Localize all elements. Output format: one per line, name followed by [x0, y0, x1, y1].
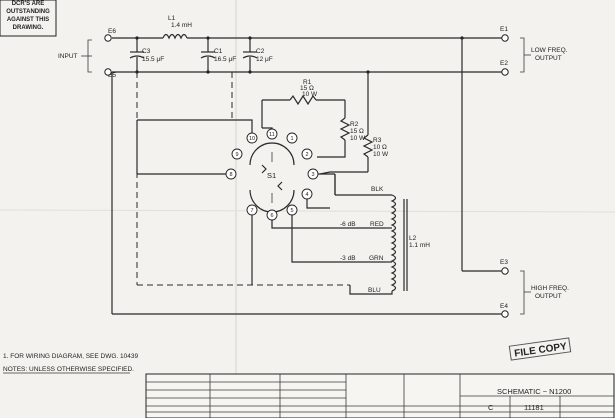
resistor-r3: R3 10 Ω 10 W [362, 72, 389, 172]
title-block: SCHEMATIC ~ N1200 11181 C [145, 373, 615, 418]
low-freq-label: LOW FREQ. [531, 47, 568, 54]
switch-position-1: 1 [286, 132, 298, 144]
c1-value: 16.5 μF [214, 56, 236, 63]
terminal-e1-label: E1 [500, 26, 508, 33]
switch-position-4: 4 [301, 188, 313, 200]
switch-position-10: 10 [246, 132, 258, 144]
r1-power: 10 W [302, 91, 318, 98]
svg-text:8: 8 [229, 172, 232, 178]
svg-text:3: 3 [311, 172, 314, 178]
r1-value: 15 Ω [300, 85, 314, 92]
drawing-number: 11181 [524, 403, 544, 412]
terminal-e6 [104, 34, 112, 42]
notice-line-3: AGAINST THIS [7, 17, 49, 23]
high-freq-label: HIGH FREQ. [531, 285, 569, 292]
switch-position-8: 8 [225, 168, 237, 180]
l2-value: 1.1 mH [409, 242, 430, 249]
switch-position-3: 3 [307, 168, 319, 180]
svg-text:9: 9 [235, 152, 238, 158]
switch-position-6: 6 [266, 209, 278, 221]
r1-ref: R1 [303, 79, 312, 86]
input-label: INPUT [58, 53, 78, 60]
drawing-revision: C [488, 403, 494, 412]
svg-text:6: 6 [270, 213, 273, 219]
low-freq-output-label: OUTPUT [535, 55, 562, 62]
svg-text:4: 4 [305, 192, 308, 198]
terminal-e3-label: E3 [500, 259, 508, 266]
terminal-e3 [501, 267, 509, 275]
tap-red: RED [370, 221, 384, 228]
r2-power: 10 W [350, 135, 366, 142]
tap-minus-3db: -3 dB [340, 255, 356, 262]
resistor-r1: R1 15 Ω 10 W [262, 79, 345, 106]
c2-ref: C2 [256, 48, 265, 55]
note-1: 1. FOR WIRING DIAGRAM, SEE DWG. 10439 [3, 353, 138, 360]
s1-ref: S1 [267, 171, 276, 180]
svg-text:10: 10 [249, 136, 255, 142]
terminal-e2-label: E2 [500, 60, 508, 67]
tap-minus-6db: -6 dB [340, 221, 356, 228]
tap-blu: BLU [368, 287, 381, 294]
capacitor-c3: C3 15.5 μF [129, 38, 164, 72]
l2-ref: L2 [409, 235, 417, 242]
terminal-e4 [501, 310, 509, 318]
svg-text:2: 2 [305, 152, 308, 158]
file-copy-stamp: FILE COPY [508, 337, 572, 361]
capacitor-c1: C1 16.5 μF [200, 38, 236, 72]
r2-value: 15 Ω [350, 128, 364, 135]
resistor-r2: R2 15 Ω 10 W [339, 100, 366, 150]
notice-line-2: OUTSTANDING [6, 9, 50, 15]
terminal-e1 [501, 34, 509, 42]
c2-value: 12 μF [256, 56, 273, 63]
capacitor-c2: C2 12 μF [242, 38, 273, 72]
switch-position-7: 7 [246, 204, 258, 216]
inductor-l2: L2 1.1 mH BLK RED GRN BLU -6 dB -3 dB [334, 174, 430, 295]
notice-line-1: DCR'S ARE [12, 1, 45, 7]
drawing-title: SCHEMATIC ~ N1200 [497, 387, 571, 396]
r3-power: 10 W [373, 151, 389, 158]
terminal-e4-label: E4 [500, 303, 508, 310]
tap-blk: BLK [371, 186, 384, 193]
c3-value: 15.5 μF [142, 56, 164, 63]
svg-text:1: 1 [290, 136, 293, 142]
notice-line-4: DRAWING. [13, 25, 44, 31]
rotary-switch-s1: S1 1 2 3 4 5 6 7 [225, 128, 319, 221]
switch-position-11: 11 [266, 128, 278, 140]
c1-ref: C1 [214, 48, 223, 55]
c3-ref: C3 [142, 48, 151, 55]
dcr-notice: DCR'S ARE OUTSTANDING AGAINST THIS DRAWI… [0, 0, 57, 37]
switch-position-2: 2 [301, 148, 313, 160]
notes-heading: NOTES: UNLESS OTHERWISE SPECIFIED. [3, 366, 134, 373]
r3-value: 10 Ω [373, 144, 387, 151]
l1-value: 1.4 mH [171, 22, 192, 29]
high-freq-output-label: OUTPUT [535, 293, 562, 300]
switch-position-9: 9 [231, 148, 243, 160]
terminal-e6-label: E6 [108, 28, 116, 35]
svg-text:7: 7 [250, 208, 253, 214]
svg-text:5: 5 [290, 208, 293, 214]
terminal-e2 [501, 68, 509, 76]
l1-ref: L1 [168, 15, 176, 22]
r3-ref: R3 [373, 137, 382, 144]
svg-text:11: 11 [269, 132, 275, 138]
r2-ref: R2 [350, 121, 359, 128]
tap-grn: GRN [369, 255, 384, 262]
terminal-e5 [104, 68, 112, 76]
inductor-l1: L1 1.4 mH [162, 15, 192, 40]
switch-position-5: 5 [286, 204, 298, 216]
